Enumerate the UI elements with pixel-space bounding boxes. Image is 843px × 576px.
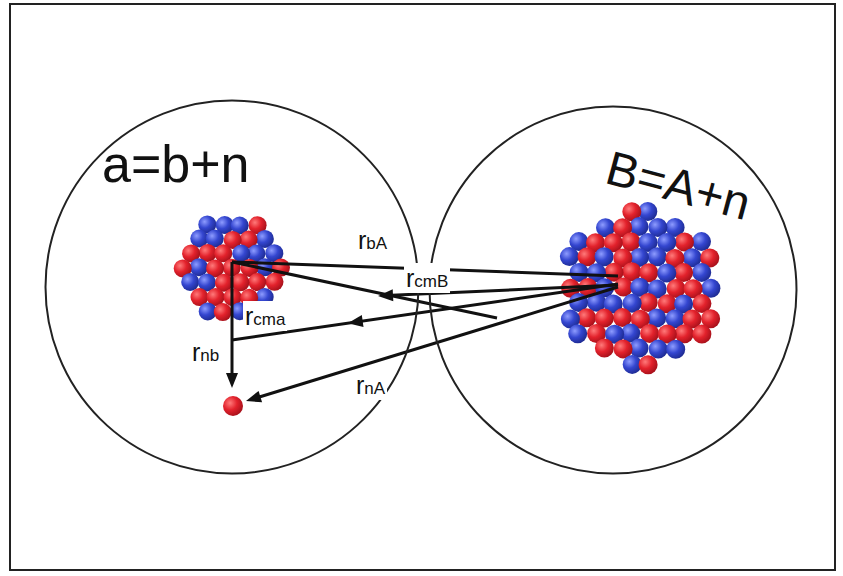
label-holder: rbA [356,225,389,255]
proton-ball [214,303,232,321]
vector-label: rcma [243,301,287,331]
arrowhead [226,373,238,388]
valence-neutron [223,396,243,416]
neutron-ball [649,340,668,359]
vector-label: rcmB [404,263,450,293]
nucleus-formula: B=A+n [600,139,756,230]
nuclei [174,202,721,416]
label-holder: rcma [243,301,287,331]
proton-ball [639,355,658,374]
neutron-ball [560,247,579,266]
neutron-ball [666,340,685,359]
vector-label: rnA [354,370,387,400]
label-holder: rnb [190,337,221,367]
arrowhead [246,391,262,402]
nucleus-circle: a=b+n [44,99,420,475]
nucleus-formula: a=b+n [102,135,250,195]
vector-label: rbA [356,225,389,255]
neutron-ball [568,324,587,343]
nucleus-circle: B=A+n [428,105,798,475]
circle-border [46,101,419,474]
vector-label: rnb [190,337,221,367]
label-holder: rnA [354,370,387,400]
proton-ball [692,325,711,344]
proton-ball [577,308,596,327]
vector-line [231,262,234,380]
arrowhead [378,289,393,301]
proton-ball [266,273,284,291]
label-holder: rcmB [404,263,450,293]
vector-line [254,287,618,399]
neutron-ball [692,232,711,251]
circle-border [430,107,797,474]
vectors [226,262,618,402]
arrowhead [348,315,364,327]
proton-ball [595,339,614,358]
neutron-ball [181,273,199,291]
